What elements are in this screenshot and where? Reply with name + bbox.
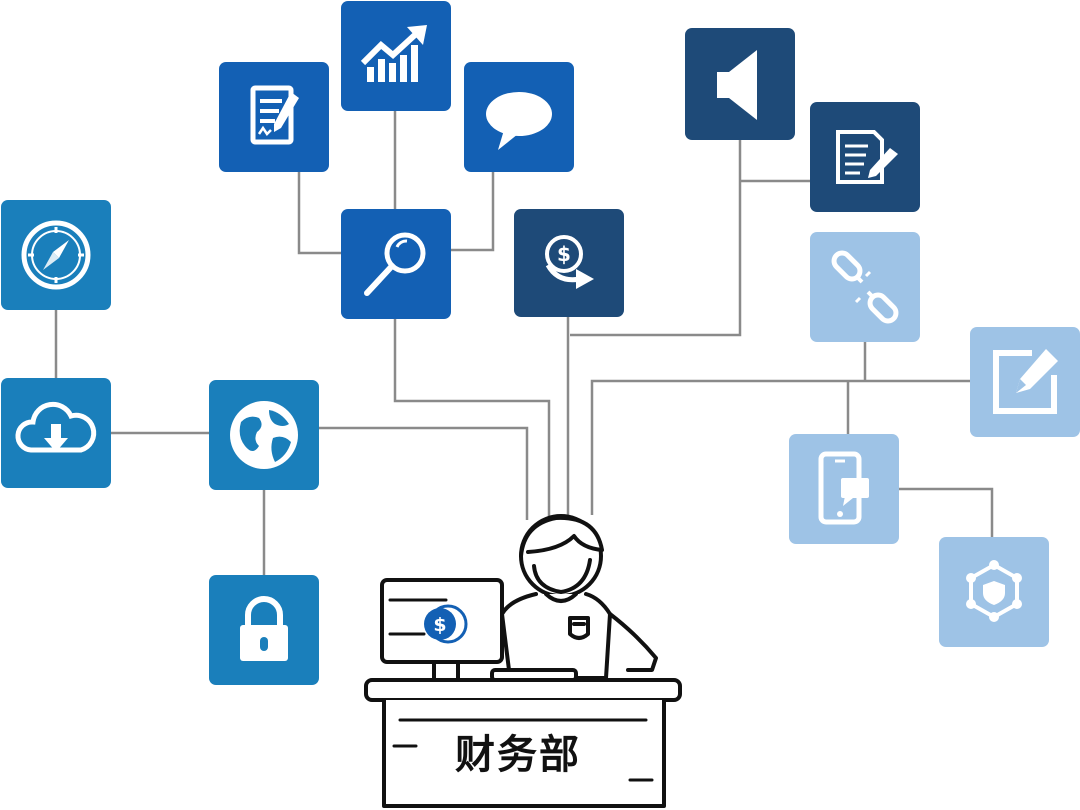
cloud-download-icon [15,401,97,453]
monitor-dollar-symbol: $ [433,614,446,636]
person-body [500,592,658,680]
lock-tile[interactable] [209,575,319,685]
edit-square-icon [993,349,1058,414]
connector-mobile-security [899,487,994,537]
cloud-download-tile[interactable] [1,378,111,488]
svg-text:$: $ [557,242,571,266]
form-pen-icon [836,130,898,184]
speaker-icon [717,50,757,120]
connector-edit-person [590,379,970,515]
note-edit-tile[interactable] [970,327,1080,437]
growth-chart-tile[interactable] [341,1,451,111]
dollar-coin-arrow-icon: $ [545,235,594,289]
compass-icon [21,220,91,290]
security-network-tile[interactable] [939,537,1049,647]
department-label: 财务部 [455,732,581,778]
finance-staff-illustration: $ [364,514,682,808]
padlock-icon [240,596,288,661]
desk [364,678,682,808]
connector-speaker-person [570,140,742,337]
mobile-tile[interactable] [789,434,899,544]
form-tile[interactable] [810,102,920,212]
person-head [519,514,604,598]
globe-tile[interactable] [209,380,319,490]
magnifier-icon [364,232,426,296]
compass-tile[interactable] [1,200,111,310]
speaker-tile[interactable] [685,28,795,140]
dollar-coin-icon: $ [424,604,468,644]
document-edit-tile[interactable] [219,62,329,172]
document-pen-icon [250,85,299,145]
trending-chart-icon [360,25,427,82]
shield-network-icon [966,560,1022,622]
globe-icon [230,401,298,469]
mobile-chat-icon [818,451,869,525]
connector-chat-search [451,172,495,252]
finance-tile[interactable]: $ [514,209,624,317]
search-tile[interactable] [341,209,451,319]
broken-link-icon [831,250,899,324]
connector-search-person [393,319,551,520]
speech-bubble-icon [486,92,552,150]
chat-tile[interactable] [464,62,574,172]
connector-globe-person [318,426,529,520]
connector-document-search [297,172,341,255]
link-tile[interactable] [810,232,920,342]
